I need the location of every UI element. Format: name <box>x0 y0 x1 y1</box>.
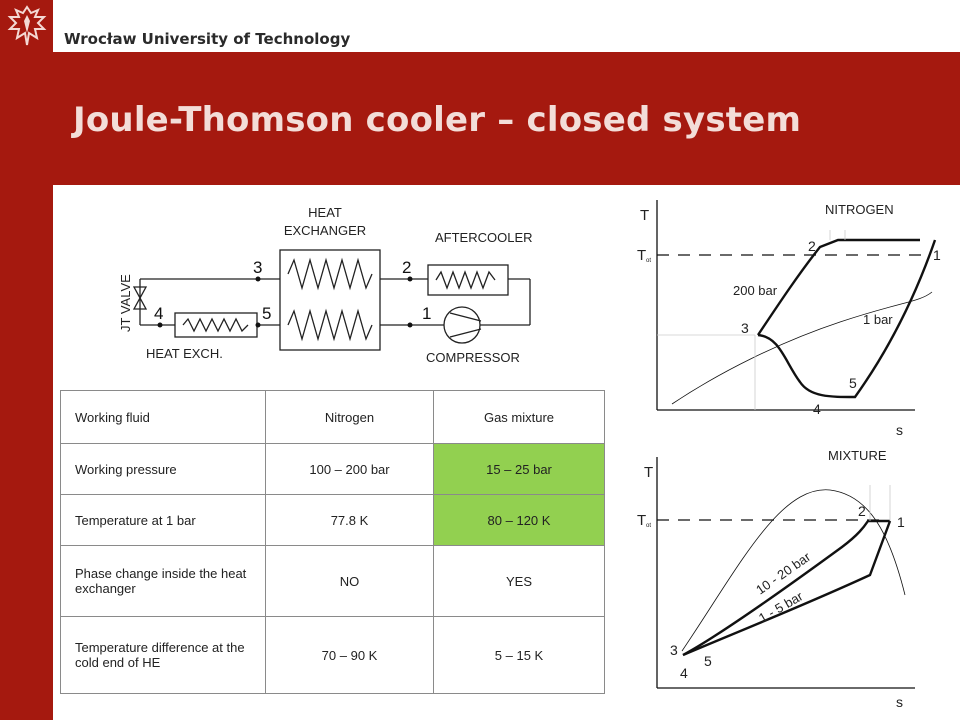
compressor-label: COMPRESSOR <box>426 350 520 365</box>
title-band <box>53 52 960 185</box>
tot-label: T <box>637 512 646 529</box>
heat-exchanger-box <box>279 249 381 351</box>
nitrogen-value: 100 – 200 bar <box>265 443 434 495</box>
nitrogen-value: 77.8 K <box>265 494 434 546</box>
saturation-dome <box>681 489 906 652</box>
point-1-label: 1 <box>933 247 941 263</box>
low-pressure-curve <box>757 239 937 399</box>
point-4-label: 4 <box>154 304 163 323</box>
heat-exchanger-coil-lower <box>287 308 373 342</box>
row-label: Temperature at 1 bar <box>60 494 266 546</box>
saturation-dome <box>671 291 933 405</box>
header-cell-mixture: Gas mixture <box>433 390 605 444</box>
point-5-label: 5 <box>704 653 712 669</box>
s-axis-label: s <box>896 422 903 437</box>
aftercooler-box <box>427 264 509 296</box>
tot-label: T <box>637 247 646 264</box>
cycle-schematic: HEAT EXCHANGER AFTERCOOLER JT VALVE HEAT… <box>118 205 533 365</box>
point-3-label: 3 <box>741 320 749 336</box>
heat-exchanger-label-line2: EXCHANGER <box>284 223 366 238</box>
row-label: Working pressure <box>60 443 266 495</box>
node-2 <box>407 276 413 282</box>
left-brand-bar <box>0 0 53 720</box>
point-2-label: 2 <box>808 238 816 254</box>
nitrogen-value: NO <box>265 545 434 617</box>
slide-title: Joule-Thomson cooler – closed system <box>73 100 802 140</box>
tot-subscript: ot <box>646 523 651 529</box>
mixture-value: 15 – 25 bar <box>433 443 605 495</box>
header-cell-fluid: Working fluid <box>60 390 266 444</box>
header-strip <box>53 0 960 52</box>
node-3 <box>255 276 261 282</box>
row-label: Temperature difference at the cold end o… <box>60 616 266 694</box>
high-pressure-curve <box>757 238 920 336</box>
table-row: Temperature difference at the cold end o… <box>60 616 605 694</box>
heat-exch-label: HEAT EXCH. <box>146 346 223 361</box>
table-row: Phase change inside the heat exchanger N… <box>60 545 605 617</box>
aftercooler-label: AFTERCOOLER <box>435 230 533 245</box>
table-row: Working pressure 100 – 200 bar 15 – 25 b… <box>60 443 605 495</box>
ts-diagram-nitrogen: NITROGEN T s T ot 200 bar 1 bar 1 2 3 4 … <box>637 200 941 437</box>
node-4 <box>157 322 163 328</box>
point-2-label: 2 <box>402 258 411 277</box>
jt-valve-label: JT VALVE <box>118 274 133 332</box>
mixture-title: MIXTURE <box>828 448 887 463</box>
node-1 <box>407 322 413 328</box>
point-3-label: 3 <box>253 258 262 277</box>
heat-exchanger-label-line1: HEAT <box>308 205 342 220</box>
t-axis-label: T <box>644 464 653 481</box>
header-cell-nitrogen: Nitrogen <box>265 390 434 444</box>
mixture-value: YES <box>433 545 605 617</box>
aftercooler-coil <box>435 270 496 290</box>
mixture-value: 80 – 120 K <box>433 494 605 546</box>
point-4-label: 4 <box>813 401 821 417</box>
tot-subscript: ot <box>646 258 651 264</box>
compressor-symbol <box>443 306 481 344</box>
jt-valve-symbol-top <box>132 286 148 300</box>
low-pressure-curve <box>682 520 892 657</box>
s-axis-label: s <box>896 694 903 710</box>
jt-valve-symbol-bottom <box>132 296 148 310</box>
point-3-label: 3 <box>670 642 678 658</box>
point-5-label: 5 <box>262 304 271 323</box>
university-name: Wrocław University of Technology <box>64 30 351 48</box>
university-eagle-logo <box>7 5 47 46</box>
node-5 <box>255 322 261 328</box>
table-header-row: Working fluid Nitrogen Gas mixture <box>60 390 605 444</box>
point-1-label: 1 <box>422 304 431 323</box>
low-pressure-label: 1 bar <box>863 312 893 327</box>
heat-exchanger-coil-upper <box>287 257 373 291</box>
row-label: Phase change inside the heat exchanger <box>60 545 266 617</box>
point-1-label: 1 <box>897 514 905 530</box>
t-axis-label: T <box>640 207 649 224</box>
high-pressure-label: 200 bar <box>733 283 778 298</box>
point-2-label: 2 <box>858 503 866 519</box>
table-row: Temperature at 1 bar 77.8 K 80 – 120 K <box>60 494 605 546</box>
high-pressure-curve <box>682 519 890 657</box>
comparison-table: Working fluid Nitrogen Gas mixture Worki… <box>60 390 605 694</box>
heat-exch-box <box>174 312 258 338</box>
ts-diagram-mixture: MIXTURE T s T ot 10 - 20 bar 1 - 5 bar 1… <box>637 448 915 710</box>
point-5-label: 5 <box>849 375 857 391</box>
mixture-value: 5 – 15 K <box>433 616 605 694</box>
nitrogen-value: 70 – 90 K <box>265 616 434 694</box>
point-4-label: 4 <box>680 665 688 681</box>
nitrogen-title: NITROGEN <box>825 202 894 217</box>
heat-exch-coil <box>182 317 249 333</box>
